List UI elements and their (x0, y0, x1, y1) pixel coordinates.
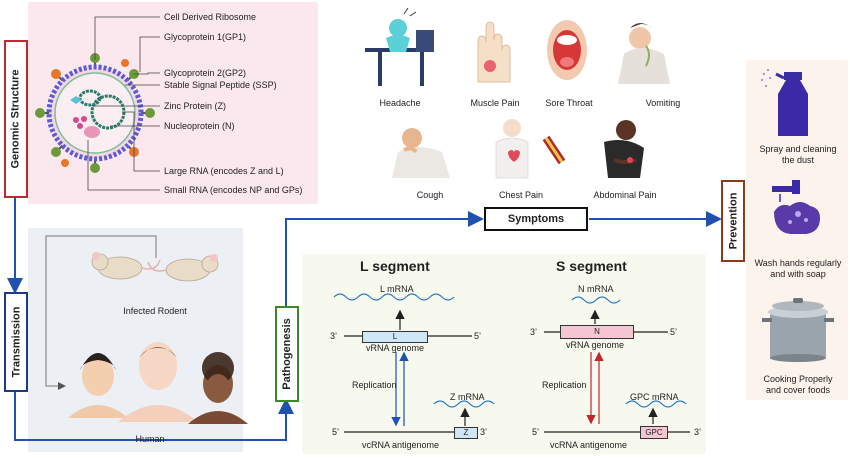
transmission-box: Transmission (4, 292, 28, 392)
s-end-5-label: 5’ (670, 327, 678, 337)
flow-transmission-to-pathogenesis (14, 388, 294, 441)
label-small-rna: Small RNA (encodes NP and GPs) (164, 185, 303, 195)
symptom-muscle-pain-label: Muscle Pain (470, 98, 520, 108)
prevention-title: Prevention (727, 192, 740, 250)
symptom-abdominal-pain-label: Abdominal Pain (593, 190, 657, 200)
s-replication-label: Replication (542, 380, 587, 390)
sore-throat-icon (547, 20, 587, 80)
muscle-pain-icon (477, 21, 511, 83)
prevention-cooking-label: Cooking Properly and cover foods (763, 374, 833, 395)
rodent-to-human-connector (45, 235, 157, 390)
human-label: Human (135, 434, 165, 444)
l-segment-title: L segment (360, 258, 430, 274)
genomic-leader-lines (87, 16, 160, 191)
l-mrna-label: L mRNA (380, 284, 414, 294)
symptoms-title: Symptoms (507, 213, 565, 225)
prevention-spray-label: Spray and cleaning the dust (759, 144, 837, 165)
cough-icon (392, 128, 450, 178)
gpc-gene-box: GPC (640, 426, 668, 439)
l-gene-box: L (362, 331, 428, 343)
label-stable-signal-peptide: Stable Signal Peptide (SSP) (164, 80, 277, 90)
l-vcrna-antigenome-label: vcRNA antigenome (362, 440, 440, 450)
s-anti-end-3-label: 3’ (694, 427, 702, 437)
l-end-5-label: 5’ (474, 331, 482, 341)
s-segment-title: S segment (556, 258, 627, 274)
symptom-vomiting-label: Vomiting (645, 98, 681, 108)
s-vcrna-antigenome-label: vcRNA antigenome (550, 440, 628, 450)
flow-pathogenesis-to-symptoms (285, 211, 484, 306)
n-mrna-label: N mRNA (578, 284, 614, 294)
chest-pain-icon (495, 119, 566, 179)
symptom-sore-throat-label: Sore Throat (545, 98, 593, 108)
handwashing-icon (772, 180, 820, 234)
genomic-structure-box: Genomic Structure (4, 40, 28, 198)
label-cell-derived-ribosome: Cell Derived Ribosome (164, 12, 257, 22)
humans-illustration (68, 342, 248, 424)
label-nucleoprotein: Nucleoprotein (N) (164, 121, 235, 131)
gpc-mrna-label: GPC mRNA (630, 392, 679, 402)
segments-panel (302, 254, 706, 454)
rodent-illustration (91, 252, 219, 282)
z-mrna-label: Z mRNA (450, 392, 485, 402)
l-vrna-genome-label: vRNA genome (366, 343, 425, 353)
l-replication-label: Replication (352, 380, 397, 390)
l-end-3-label: 3’ (330, 331, 338, 341)
spray-bottle-icon (761, 69, 808, 136)
l-anti-end-5-label: 5’ (332, 427, 340, 437)
prevention-wash-hands-label: Wash hands regularly and with soap (754, 258, 842, 279)
label-glycoprotein-2: Glycoprotein 2(GP2) (164, 68, 247, 78)
label-glycoprotein-1: Glycoprotein 1(GP1) (164, 32, 247, 42)
cooking-pot-icon (762, 298, 834, 362)
pathogenesis-title: Pathogenesis (281, 318, 293, 390)
pathogenesis-box: Pathogenesis (275, 306, 299, 402)
l-anti-end-3-label: 3’ (480, 427, 488, 437)
symptom-cough-label: Cough (416, 190, 444, 200)
symptoms-box: Symptoms (484, 207, 588, 231)
symptom-headache-label: Headache (379, 98, 421, 108)
s-vrna-genome-label: vRNA genome (566, 340, 625, 350)
vomiting-icon (618, 23, 670, 84)
n-gene-box: N (560, 325, 634, 339)
infected-rodent-label: Infected Rodent (123, 306, 187, 316)
virus-illustration (35, 53, 155, 173)
s-end-3-label: 3’ (530, 327, 538, 337)
genomic-structure-title: Genomic Structure (10, 69, 22, 169)
z-gene-box: Z (454, 427, 478, 439)
label-zinc-protein: Zinc Protein (Z) (164, 101, 227, 111)
symptom-chest-pain-label: Chest Pain (498, 190, 544, 200)
transmission-title: Transmission (10, 306, 23, 378)
s-anti-end-5-label: 5’ (532, 427, 540, 437)
label-large-rna: Large RNA (encodes Z and L) (164, 166, 284, 176)
abdominal-pain-icon (604, 120, 644, 178)
s-segment-diagram (544, 296, 690, 433)
headache-icon (365, 7, 434, 86)
l-segment-diagram (333, 293, 495, 433)
prevention-box: Prevention (721, 180, 745, 262)
